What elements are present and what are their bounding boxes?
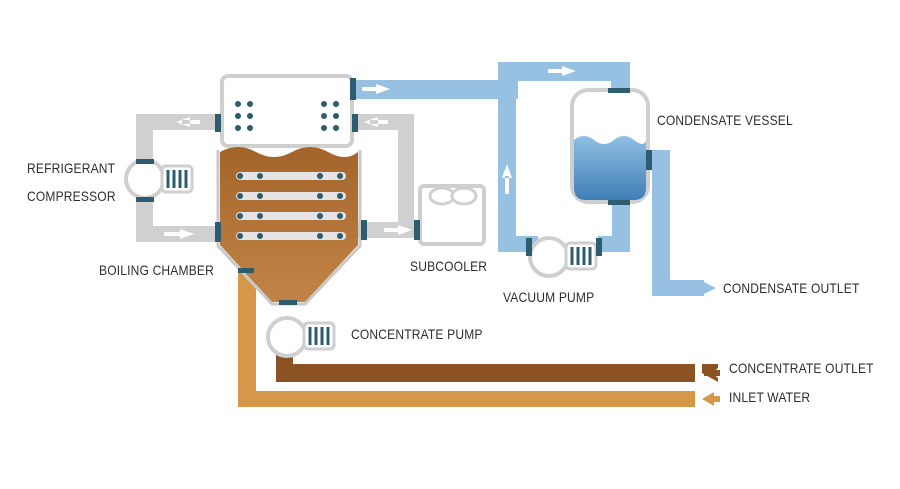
white-arrow-icon [502, 164, 512, 194]
label-vacuum-pump: VACUUM PUMP [503, 289, 595, 305]
condensate-vessel [570, 88, 650, 204]
white-arrow-icon [548, 66, 576, 76]
label-concentrate-outlet: CONCENTRATE OUTLET [729, 360, 874, 376]
subcooler [418, 184, 486, 246]
vacuum-pump [528, 236, 598, 278]
pipe-flanges [136, 78, 652, 305]
label-refrigerant: REFRIGERANT [27, 160, 116, 176]
label-condensate-vessel: CONDENSATE VESSEL [657, 112, 793, 128]
refrigerant-compressor [124, 158, 194, 200]
concentrate-outlet-line [276, 344, 695, 382]
label-inlet-water: INLET WATER [729, 389, 811, 405]
condensate-outlet-arrow [704, 282, 716, 294]
flow-arrows [164, 66, 720, 406]
inlet-water-line [238, 271, 695, 407]
label-condensate-outlet: CONDENSATE OUTLET [723, 280, 860, 296]
boiling-chamber [216, 74, 362, 306]
label-boiling-chamber: BOILING CHAMBER [99, 262, 214, 278]
label-concentrate-pump: CONCENTRATE PUMP [351, 326, 483, 342]
white-arrow-icon [362, 84, 390, 94]
label-compressor: COMPRESSOR [27, 188, 116, 204]
white-arrow-icon [164, 229, 194, 239]
inlet-water-arrow [702, 392, 714, 406]
white-arrow-icon [384, 225, 412, 235]
white-arrow-icon [364, 117, 388, 127]
white-arrow-icon [176, 117, 200, 127]
concentrate-pump [266, 316, 336, 358]
label-subcooler: SUBCOOLER [410, 258, 488, 274]
